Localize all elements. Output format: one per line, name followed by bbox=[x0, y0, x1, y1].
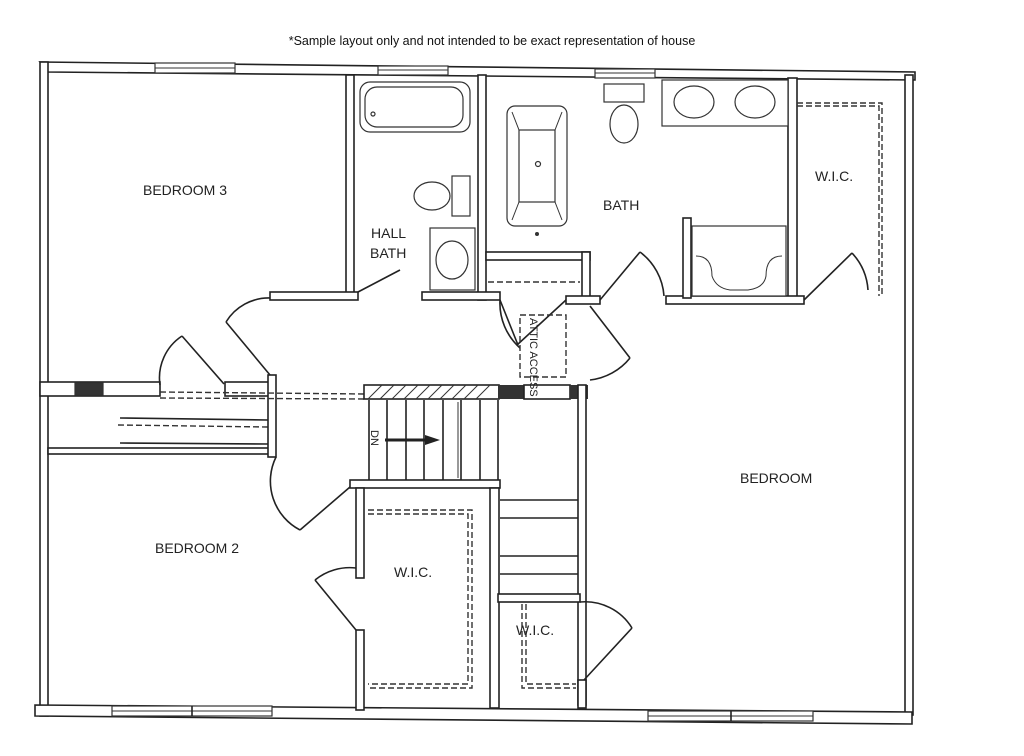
label-hall-bath-2: BATH bbox=[370, 245, 406, 261]
label-wic-bedroom-2: W.I.C. bbox=[394, 564, 432, 580]
hatch bbox=[367, 384, 491, 400]
disclaimer-note: *Sample layout only and not intended to … bbox=[0, 34, 1024, 48]
label-bath: BATH bbox=[603, 197, 639, 213]
interior-walls bbox=[39, 74, 805, 711]
label-bedroom-3: BEDROOM 3 bbox=[143, 182, 227, 198]
toilet-icon bbox=[603, 83, 645, 103]
label-wic-master: W.I.C. bbox=[815, 168, 853, 184]
shower-icon bbox=[691, 225, 787, 297]
label-bedroom: BEDROOM bbox=[740, 470, 812, 486]
disclaimer-text: *Sample layout only and not intended to … bbox=[288, 34, 696, 48]
fixtures bbox=[359, 79, 883, 689]
label-bedroom-2: BEDROOM 2 bbox=[155, 540, 239, 556]
label-stairs-down: DN bbox=[368, 430, 380, 446]
toilet-icon bbox=[451, 175, 471, 217]
room-labels: BEDROOM 3 HALL BATH BATH W.I.C. ATTIC AC… bbox=[143, 168, 853, 638]
doors bbox=[158, 251, 869, 681]
label-attic-access: ATTIC ACCESS bbox=[527, 318, 539, 397]
attic-access-hatch bbox=[519, 314, 567, 378]
label-hall-bath-1: HALL bbox=[371, 225, 406, 241]
staircase bbox=[368, 400, 578, 575]
label-wic-small: W.I.C. bbox=[516, 622, 554, 638]
